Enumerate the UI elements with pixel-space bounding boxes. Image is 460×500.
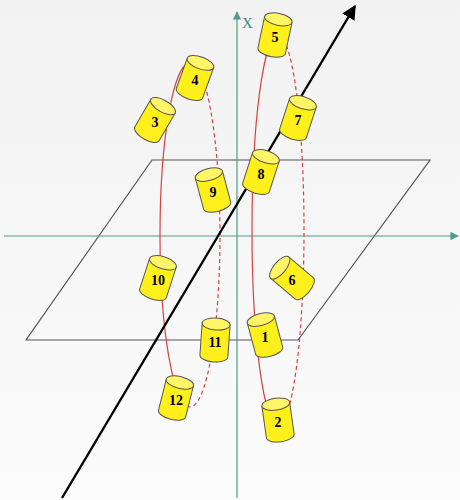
cylinder-top	[148, 94, 178, 118]
callout-number: 9	[210, 186, 217, 200]
cylinder-top	[194, 165, 224, 184]
callout-number: 12	[169, 394, 183, 408]
cylinder-part: 4	[180, 56, 210, 100]
callout-number: 10	[151, 274, 165, 288]
callout-number: 6	[289, 274, 296, 288]
cylinder-part: 11	[200, 318, 230, 362]
x-axis	[236, 12, 237, 498]
cylinder-part: 2	[263, 398, 293, 442]
cylinder-top	[202, 317, 231, 331]
cylinder-part: 9	[198, 168, 228, 212]
cylinder-part: 1	[250, 313, 280, 357]
cylinder-top	[251, 147, 281, 167]
cylinder-top	[288, 93, 318, 113]
callout-number: 5	[272, 31, 279, 45]
horizontal-axis	[4, 235, 458, 236]
cylinder-part: 6	[277, 256, 307, 300]
cylinder-top	[185, 53, 215, 74]
cylinder-top	[148, 253, 178, 273]
cylinder-part: 12	[161, 376, 191, 420]
cylinder-top	[261, 396, 290, 412]
cylinder-part: 5	[260, 13, 290, 57]
callout-number: 2	[275, 416, 282, 430]
axis-label: X	[242, 16, 253, 31]
cylinder-part: 10	[143, 256, 173, 300]
callout-number: 4	[192, 74, 199, 88]
cylinder-part: 7	[283, 96, 313, 140]
callout-number: 8	[258, 168, 265, 182]
callout-number: 11	[208, 336, 221, 350]
cylinder-top	[165, 373, 195, 391]
cylinder-part: 3	[140, 98, 170, 142]
cylinder-top	[263, 11, 293, 29]
cylinder-part: 8	[246, 150, 276, 194]
rotation-axis	[62, 6, 355, 498]
right-ring-front	[252, 35, 278, 425]
callout-number: 3	[152, 116, 159, 130]
cylinder-top	[246, 310, 276, 329]
right-ring-back	[278, 35, 304, 425]
callout-number: 7	[295, 114, 302, 128]
callout-number: 1	[262, 331, 269, 345]
plane	[26, 160, 430, 340]
